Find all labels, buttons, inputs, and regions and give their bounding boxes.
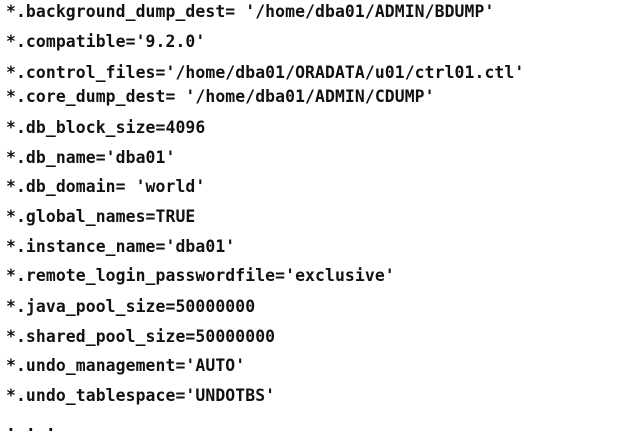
- param-line: *.core_dump_dest= '/home/dba01/ADMIN/CDU…: [6, 87, 435, 106]
- param-line: *.shared_pool_size=50000000: [6, 327, 276, 346]
- param-line: *.instance_name='dba01': [6, 237, 236, 256]
- param-line: *.compatible='9.2.0': [6, 32, 206, 51]
- param-line: *.remote_login_passwordfile='exclusive': [6, 266, 395, 285]
- param-line: *.db_domain= 'world': [6, 177, 206, 196]
- param-line: *.control_files='/home/dba01/ORADATA/u01…: [6, 63, 525, 82]
- param-line: *.global_names=TRUE: [6, 207, 196, 226]
- param-line: *.db_name='dba01': [6, 148, 176, 167]
- parameter-file-listing: *.background_dump_dest= '/home/dba01/ADM…: [6, 0, 634, 443]
- ellipsis-line: . . .: [6, 416, 56, 435]
- param-line: *.background_dump_dest= '/home/dba01/ADM…: [6, 2, 495, 21]
- param-line: *.undo_tablespace='UNDOTBS': [6, 386, 276, 405]
- param-line: *.java_pool_size=50000000: [6, 297, 256, 316]
- param-line: *.undo_management='AUTO': [6, 356, 246, 375]
- param-line: *.db_block_size=4096: [6, 118, 206, 137]
